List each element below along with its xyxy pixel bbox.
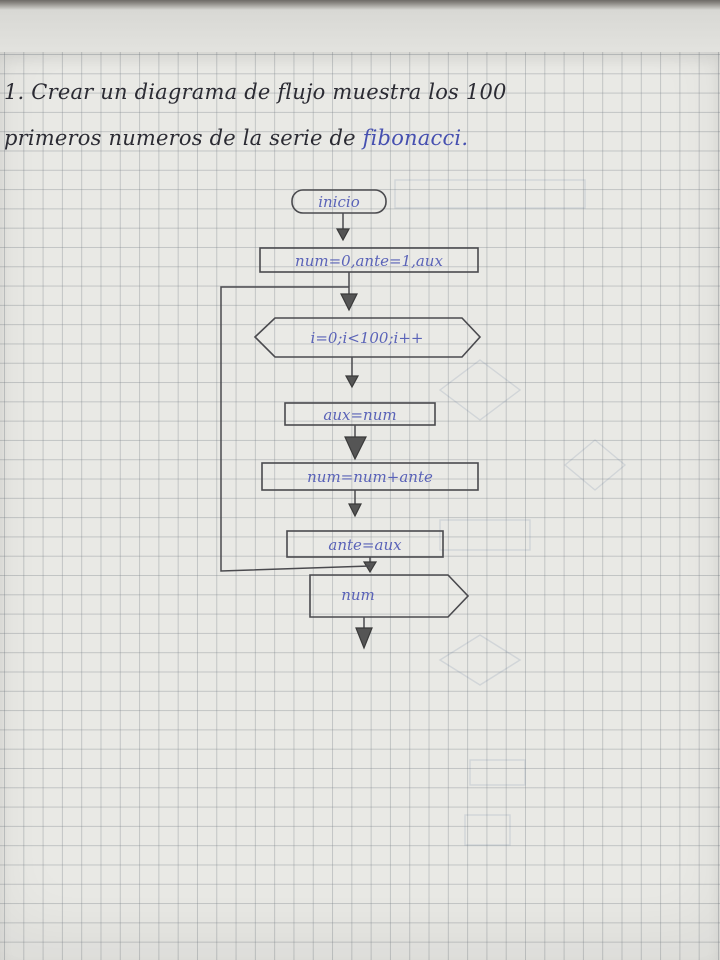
start-node: inicio bbox=[291, 189, 387, 214]
task-text-fibonacci: fibonacci. bbox=[362, 126, 469, 150]
flow-connectors bbox=[220, 213, 378, 650]
task-statement-line-1: 1. Crear un diagrama de flujo muestra lo… bbox=[4, 80, 507, 104]
assign-aux-label: aux=num bbox=[323, 406, 396, 424]
start-label: inicio bbox=[318, 193, 359, 211]
arrow-down-icon bbox=[344, 375, 360, 389]
bleed-through-marks bbox=[394, 179, 627, 846]
edge-loop-back bbox=[220, 286, 371, 572]
init-label: num=0,ante=1,aux bbox=[295, 252, 443, 270]
desk-edge bbox=[0, 0, 720, 58]
arrow-down-icon bbox=[340, 293, 358, 312]
task-text-line-2: primeros numeros de la serie de bbox=[4, 126, 363, 150]
assign-ante-node: ante=aux bbox=[286, 530, 444, 558]
assign-num-label: num=num+ante bbox=[307, 468, 433, 486]
arrow-down-icon bbox=[362, 561, 378, 574]
assign-aux-node: aux=num bbox=[284, 402, 436, 426]
task-statement-line-2: primeros numeros de la serie de fibonacc… bbox=[4, 126, 468, 150]
loop-node: i=0;i<100;i++ bbox=[253, 317, 482, 358]
assign-ante-label: ante=aux bbox=[328, 536, 402, 554]
output-label: num bbox=[341, 586, 375, 604]
arrow-down-icon bbox=[355, 627, 373, 650]
loop-label: i=0;i<100;i++ bbox=[311, 329, 424, 347]
arrow-down-icon bbox=[344, 436, 367, 461]
task-text-line-1: 1. Crear un diagrama de flujo muestra lo… bbox=[4, 80, 507, 104]
arrow-down-icon bbox=[335, 228, 351, 242]
output-node: num bbox=[309, 574, 470, 618]
arrow-down-icon bbox=[348, 503, 362, 518]
init-node: num=0,ante=1,aux bbox=[259, 247, 479, 273]
assign-num-node: num=num+ante bbox=[261, 462, 479, 491]
